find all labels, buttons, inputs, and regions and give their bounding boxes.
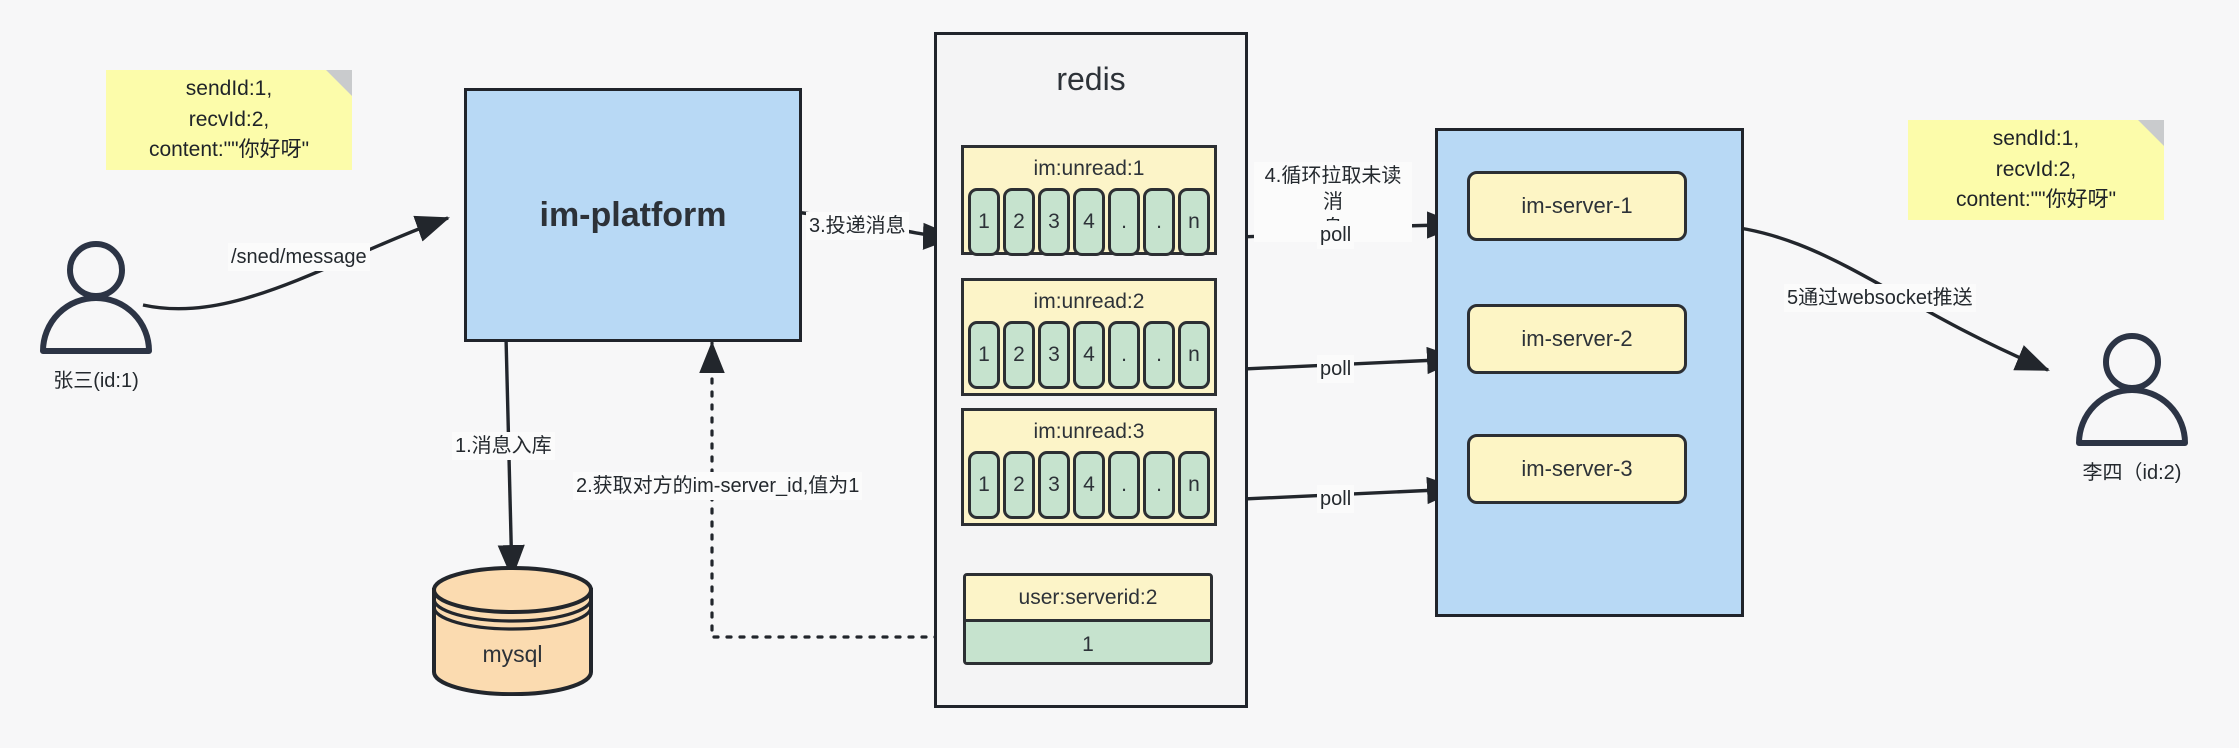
- note-right-text: sendId:1, recvId:2, content:""你好呀": [1955, 127, 2117, 212]
- queue-cell: 3: [1038, 188, 1070, 256]
- edge-label-poll-1: poll: [1317, 221, 1355, 249]
- user-icon: [40, 241, 152, 354]
- queue-cell: n: [1178, 451, 1210, 519]
- note-fold-corner: [2138, 120, 2164, 146]
- queue-key-label: im:unread:1: [1033, 157, 1145, 180]
- actor-receiver: 李四（id:2): [2068, 330, 2196, 485]
- mysql-node[interactable]: mysql: [430, 566, 595, 697]
- queue-cells: 1 2 3 4 . . n: [964, 321, 1214, 393]
- queue-cell: 3: [1038, 451, 1070, 519]
- im-server-1-label: im-server-1: [1521, 193, 1633, 218]
- im-platform-label: im-platform: [539, 195, 727, 234]
- queue-cell: 1: [968, 321, 1000, 389]
- edge-label-store-message: 1.消息入库: [452, 432, 555, 460]
- queue-cell: 4: [1073, 451, 1105, 519]
- database-cylinder-icon: [432, 566, 593, 697]
- edge-label-websocket-push: 5通过websocket推送: [1784, 284, 1976, 312]
- queue-cell: .: [1108, 188, 1140, 256]
- queue-cell: .: [1108, 451, 1140, 519]
- im-server-2-label: im-server-2: [1521, 326, 1633, 351]
- edge-label-poll-2: poll: [1317, 355, 1355, 383]
- queue-cells: 1 2 3 4 . . n: [964, 188, 1214, 260]
- redis-queue-im-unread-3[interactable]: im:unread:3 1 2 3 4 . . n: [961, 408, 1217, 526]
- queue-cells: 1 2 3 4 . . n: [964, 451, 1214, 523]
- redis-kv-user-serverid[interactable]: user:serverid:2 1: [963, 573, 1213, 665]
- im-server-3-label: im-server-3: [1521, 456, 1633, 481]
- redis-kv-key: user:serverid:2: [966, 576, 1210, 622]
- edge-label-get-server-id: 2.获取对方的im-server_id,值为1: [573, 472, 863, 500]
- mysql-label: mysql: [482, 641, 543, 668]
- redis-title: redis: [1056, 61, 1126, 97]
- edge-label-send-message: /sned/message: [228, 243, 370, 271]
- queue-cell: 2: [1003, 451, 1035, 519]
- note-left-text: sendId:1, recvId:2, content:""你好呀": [148, 77, 310, 162]
- redis-queue-im-unread-2[interactable]: im:unread:2 1 2 3 4 . . n: [961, 278, 1217, 396]
- queue-cell: 2: [1003, 321, 1035, 389]
- queue-cell: 4: [1073, 188, 1105, 256]
- queue-cell: .: [1143, 321, 1175, 389]
- note-fold-corner: [326, 70, 352, 96]
- im-platform-node[interactable]: im-platform: [464, 88, 802, 342]
- queue-key-label: im:unread:2: [1033, 290, 1145, 313]
- queue-cell: .: [1143, 188, 1175, 256]
- user-icon: [2076, 333, 2188, 446]
- im-server-3-node[interactable]: im-server-3: [1467, 434, 1687, 504]
- edge-label-poll-3: poll: [1317, 485, 1355, 513]
- queue-cell: .: [1143, 451, 1175, 519]
- queue-cell: 2: [1003, 188, 1035, 256]
- im-server-1-node[interactable]: im-server-1: [1467, 171, 1687, 241]
- im-server-cluster[interactable]: im-server-1 im-server-2 im-server-3: [1435, 128, 1744, 617]
- edge-label-deliver-message: 3.投递消息: [806, 212, 909, 240]
- queue-cell: 1: [968, 188, 1000, 256]
- queue-cell: 3: [1038, 321, 1070, 389]
- queue-cell: 4: [1073, 321, 1105, 389]
- redis-queue-im-unread-1[interactable]: im:unread:1 1 2 3 4 . . n: [961, 145, 1217, 256]
- actor-receiver-caption: 李四（id:2): [2082, 462, 2182, 484]
- im-server-2-node[interactable]: im-server-2: [1467, 304, 1687, 374]
- redis-container[interactable]: redis im:unread:1 1 2 3 4 . . n im:unrea…: [934, 32, 1248, 708]
- sticky-note-message-left: sendId:1, recvId:2, content:""你好呀": [106, 70, 352, 170]
- sticky-note-message-right: sendId:1, recvId:2, content:""你好呀": [1908, 120, 2164, 220]
- actor-sender: 张三(id:1): [32, 238, 160, 393]
- queue-cell: n: [1178, 188, 1210, 256]
- queue-cell: .: [1108, 321, 1140, 389]
- queue-cell: 1: [968, 451, 1000, 519]
- queue-cell: n: [1178, 321, 1210, 389]
- redis-kv-value: 1: [966, 622, 1210, 662]
- queue-key-label: im:unread:3: [1033, 420, 1145, 443]
- actor-sender-caption: 张三(id:1): [53, 370, 139, 392]
